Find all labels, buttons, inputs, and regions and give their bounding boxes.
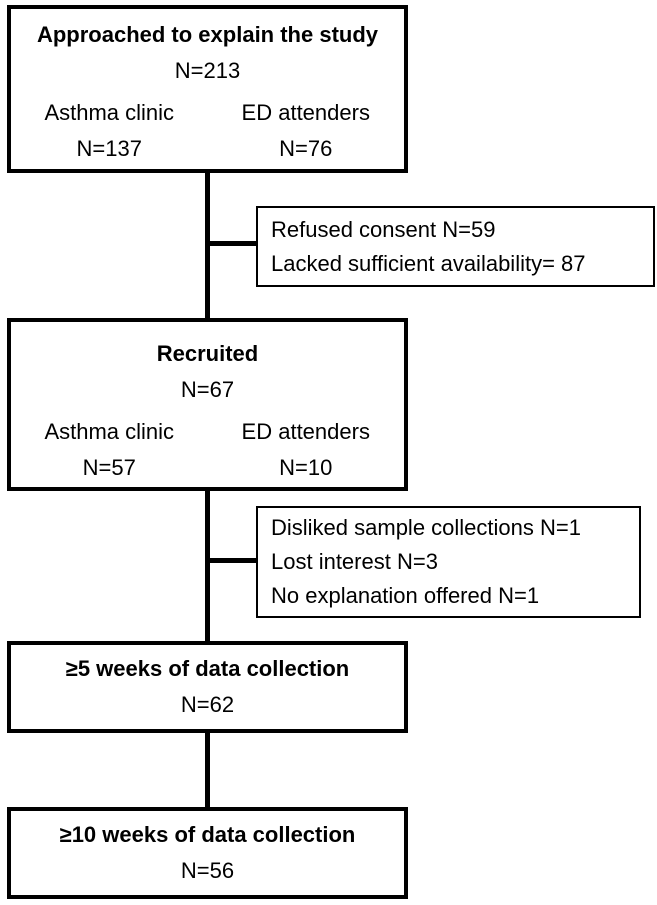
exclusion-line: No explanation offered N=1 (271, 583, 540, 608)
subgroup-ed-attenders: ED attenders N=76 (208, 95, 405, 167)
connector-vertical-2 (205, 489, 210, 643)
box-title: ≥10 weeks of data collection (59, 822, 356, 847)
connector-vertical-1 (205, 170, 210, 320)
exclusion-line: Disliked sample collections N=1 (271, 515, 581, 540)
box-n: N=67 (180, 377, 235, 402)
flow-box-recruited: Recruited N=67 Asthma clinic N=57 ED att… (7, 318, 408, 491)
box-n: N=62 (180, 692, 235, 717)
box-title: ≥5 weeks of data collection (65, 656, 350, 681)
subgroup-label: Asthma clinic (44, 419, 175, 444)
subgroup-row: Asthma clinic N=137 ED attenders N=76 (11, 95, 404, 167)
exclusion-box-after-recruitment: Disliked sample collections N=1 Lost int… (256, 506, 641, 618)
flow-box-ten-weeks: ≥10 weeks of data collection N=56 (7, 807, 408, 899)
subgroup-n: N=57 (82, 455, 136, 480)
subgroup-asthma-clinic: Asthma clinic N=137 (11, 95, 208, 167)
flow-box-approached: Approached to explain the study N=213 As… (7, 5, 408, 173)
exclusion-line: Refused consent N=59 (271, 217, 496, 242)
subgroup-asthma-clinic: Asthma clinic N=57 (11, 414, 208, 486)
subgroup-label: Asthma clinic (44, 100, 175, 125)
box-n: N=56 (180, 858, 235, 883)
subgroup-n: N=76 (279, 136, 333, 161)
subgroup-n: N=10 (279, 455, 333, 480)
connector-branch-1 (209, 241, 257, 246)
box-title: Approached to explain the study (36, 22, 379, 47)
connector-vertical-3 (205, 731, 210, 809)
exclusion-line: Lost interest N=3 (271, 549, 438, 574)
subgroup-ed-attenders: ED attenders N=10 (208, 414, 405, 486)
box-title: Recruited (156, 341, 259, 366)
subgroup-row: Asthma clinic N=57 ED attenders N=10 (11, 414, 404, 486)
subgroup-label: ED attenders (241, 100, 370, 125)
box-n: N=213 (174, 58, 241, 83)
subgroup-n: N=137 (76, 136, 142, 161)
exclusion-box-after-approach: Refused consent N=59 Lacked sufficient a… (256, 206, 655, 287)
connector-branch-2 (209, 558, 257, 563)
subgroup-label: ED attenders (241, 419, 370, 444)
flow-box-five-weeks: ≥5 weeks of data collection N=62 (7, 641, 408, 733)
exclusion-line: Lacked sufficient availability= 87 (271, 251, 586, 276)
